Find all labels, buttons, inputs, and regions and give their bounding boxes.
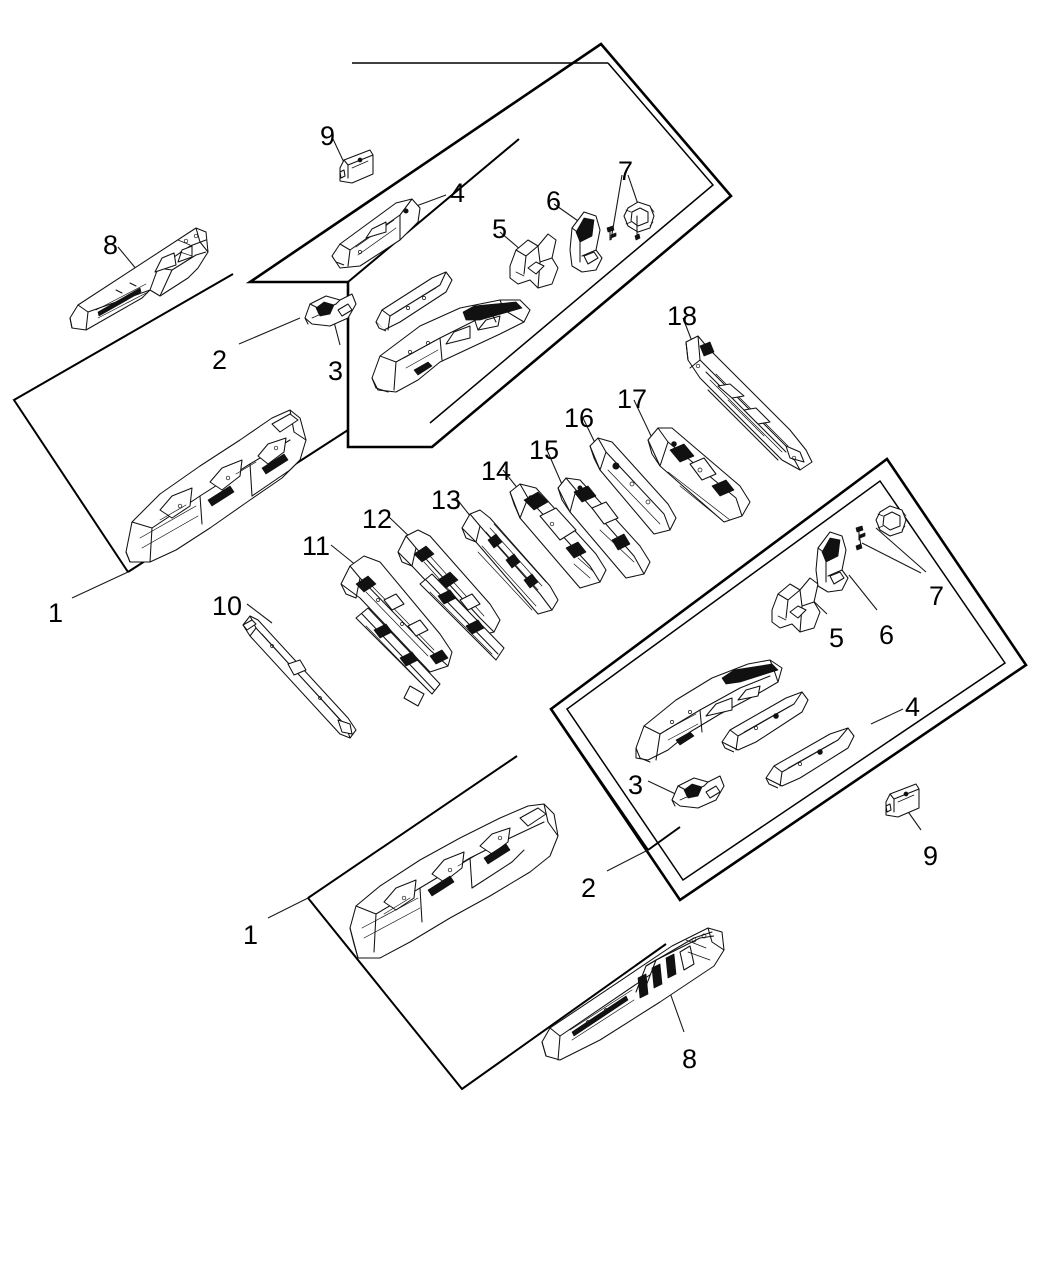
- part-4-reinforcement-rail-left: [331, 198, 421, 269]
- part-8-side-sill-rail-left: [69, 227, 209, 331]
- frame-upper-inner-group2: [250, 138, 520, 447]
- part-6-bracket-angled-left: [569, 211, 603, 273]
- callout-number-14: 14: [481, 456, 512, 486]
- callout-number-5-lower: 5: [829, 623, 845, 653]
- leader-lines: [71, 138, 927, 1033]
- frame-lower-outer: [549, 457, 1028, 902]
- callout-number-2: 2: [212, 345, 228, 375]
- part-4b-reinforcement-rail-right-a: [721, 691, 809, 753]
- callout-number-8-lower: 8: [682, 1044, 698, 1074]
- callout-number-9: 9: [320, 121, 336, 151]
- part-2b-rail-group-right: [635, 659, 783, 763]
- callout-number-4: 4: [450, 178, 466, 208]
- callout-number-7-lower: 7: [929, 581, 945, 611]
- part-8b-side-sill-rail-right: [541, 927, 725, 1061]
- callout-number-2-lower: 2: [581, 873, 597, 903]
- callout-number-1: 1: [48, 598, 64, 628]
- part-7b-fastener-clip-set-right: [855, 505, 907, 551]
- frame-upper-outer: [245, 42, 733, 449]
- part-9-mounting-tab-left: [339, 149, 374, 184]
- part-1-floor-pan-assembly-left: [125, 409, 307, 563]
- part-14-rear-crossmember: [509, 483, 607, 589]
- callout-number-3-lower: 3: [628, 770, 644, 800]
- callout-number-15: 15: [529, 435, 560, 465]
- callout-number-5: 5: [492, 214, 508, 244]
- callout-number-11: 11: [302, 531, 331, 561]
- part-18-rocker-panel-inner: [685, 335, 813, 471]
- callout-number-13: 13: [431, 485, 462, 515]
- callout-number-10: 10: [212, 591, 243, 621]
- callout-number-9-lower: 9: [923, 841, 939, 871]
- part-7-fastener-clip-set-left: [606, 201, 655, 241]
- callout-number-17: 17: [617, 384, 648, 414]
- part-4b-reinforcement-rail-right-b: [765, 727, 855, 789]
- callout-number-6: 6: [546, 186, 562, 216]
- callout-number-12: 12: [362, 504, 393, 534]
- part-5b-bracket-formed-right: [771, 577, 821, 633]
- part-13-seat-crossmember: [461, 509, 559, 615]
- callout-number-6-lower: 6: [879, 620, 895, 650]
- part-1b-floor-pan-assembly-right: [349, 803, 559, 959]
- part-12-floor-crossmember-mid: [397, 529, 505, 661]
- callout-number-8: 8: [103, 230, 119, 260]
- part-2-rail-group-left: [371, 299, 531, 393]
- callout-number-1-lower: 1: [243, 920, 259, 950]
- callout-number-3: 3: [328, 356, 344, 386]
- frame-lower-inner-group2: [550, 708, 681, 851]
- callout-number-4-lower: 4: [905, 692, 921, 722]
- callout-number-7: 7: [618, 156, 634, 186]
- callout-number-16: 16: [564, 403, 595, 433]
- part-3-bracket-small-left: [304, 293, 357, 327]
- part-9b-mounting-tab-right: [885, 783, 920, 818]
- part-16-support-bracket-rear: [589, 437, 677, 535]
- part-17-rear-floor-crossmember: [647, 427, 751, 523]
- part-11-floor-crossmember-front: [340, 555, 453, 707]
- part-3b-bracket-small-right: [671, 775, 725, 809]
- callout-number-18: 18: [667, 301, 698, 331]
- frame-lower-left-box1: [307, 755, 667, 1091]
- part-5-bracket-formed-left: [509, 233, 559, 289]
- part-6b-bracket-angled-right: [815, 531, 849, 593]
- part-10-tunnel-brace: [242, 615, 357, 739]
- part-15-crossmember-brace: [557, 477, 651, 579]
- part-4b-rail-strip-upper: [375, 271, 453, 332]
